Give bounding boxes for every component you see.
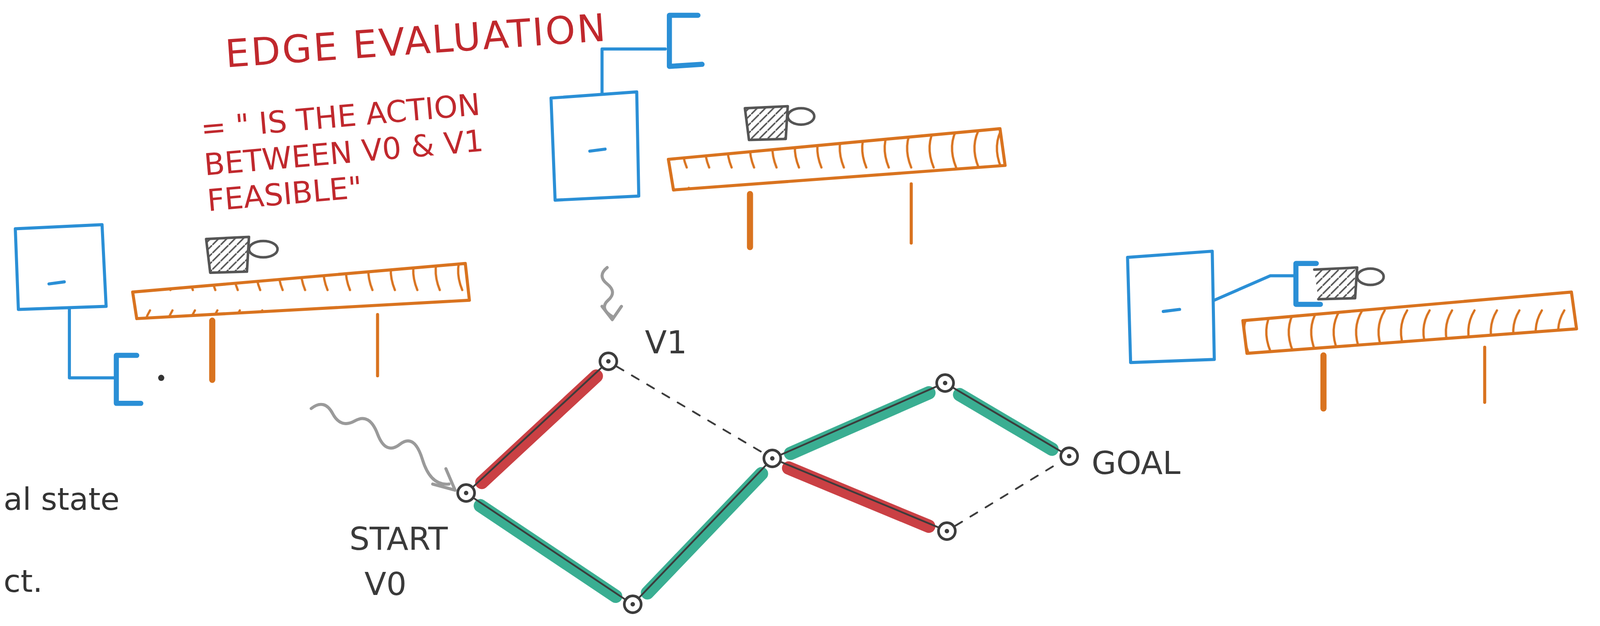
- graph-vertex: [937, 521, 957, 541]
- question-note: = " IS THE ACTION BETWEEN V0 & V1 FEASIB…: [199, 80, 553, 219]
- evaluated-stroke: [959, 394, 1053, 449]
- edge-line: [953, 387, 1061, 452]
- evaluated-stroke: [790, 392, 929, 454]
- evaluated-stroke: [481, 375, 597, 483]
- edge-line: [639, 465, 766, 598]
- graph-edge: [781, 461, 939, 527]
- evaluated-stroke: [480, 505, 616, 596]
- scene-middle: [551, 15, 1006, 248]
- graph-vertex: [622, 594, 643, 614]
- graph-vertex: [762, 448, 783, 468]
- vertex-label: START: [349, 521, 448, 557]
- title-text: EDGE EVALUATION: [223, 5, 609, 77]
- vertex-label: V0: [364, 566, 407, 602]
- graph-vertex: STARTV0: [456, 482, 476, 503]
- graph-vertex: V1: [598, 351, 619, 371]
- scene-right: [1127, 251, 1577, 409]
- edge-line: [473, 367, 602, 487]
- vertex-label: GOAL: [1091, 445, 1181, 481]
- graph-edge: [639, 465, 766, 598]
- cut-off-note: al state: [3, 480, 120, 518]
- edge-line: [781, 386, 936, 455]
- graph-edge: [473, 367, 602, 487]
- graph-edge: [474, 498, 625, 600]
- graph-edge: [616, 365, 764, 453]
- unevaluated-line: [616, 365, 764, 453]
- pointer-squiggles: [311, 267, 622, 490]
- graph-vertex: [935, 373, 955, 393]
- evaluated-stroke: [788, 467, 929, 526]
- edge-line: [781, 461, 939, 527]
- graph-edge: [955, 461, 1062, 526]
- graph-edge: [781, 386, 936, 455]
- vertex-label: V1: [645, 324, 688, 360]
- cut-off-note: ct.: [3, 562, 43, 600]
- graph-vertex: GOAL: [1059, 446, 1079, 466]
- scene-left: [15, 224, 470, 404]
- evaluated-stroke: [647, 473, 762, 593]
- edge-line: [474, 498, 625, 600]
- unevaluated-line: [955, 461, 1062, 526]
- graph-edge: [953, 387, 1061, 452]
